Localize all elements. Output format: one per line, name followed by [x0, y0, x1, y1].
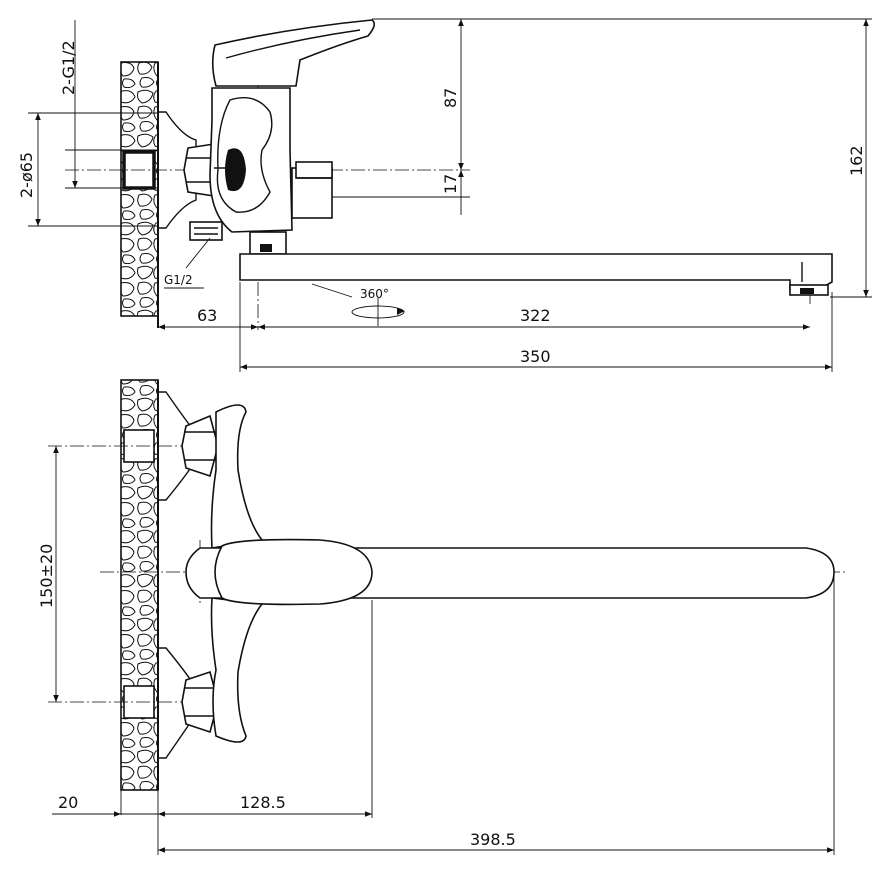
- rotation-label: 360°: [360, 287, 389, 301]
- dim-63: 63: [197, 306, 217, 325]
- outlet-thread-label: G1/2: [164, 273, 193, 287]
- dim-128-5: 128.5: [240, 793, 286, 812]
- dim-398-5: 398.5: [470, 830, 516, 849]
- dim-20: 20: [58, 793, 78, 812]
- dim-87: 87: [441, 88, 460, 108]
- dim-162: 162: [847, 145, 866, 176]
- spacing-dim: 150±20: [37, 544, 56, 608]
- top-view: 360° G1/2 2-G1/2 2-ø65 87 17 162 63 322: [17, 18, 872, 372]
- diameter-label: 2-ø65: [17, 152, 36, 198]
- dim-350: 350: [520, 347, 551, 366]
- dim-322: 322: [520, 306, 551, 325]
- front-view: 150±20 20 128.5 398.5: [37, 379, 845, 855]
- thread-label: 2-G1/2: [59, 40, 78, 95]
- dim-17: 17: [441, 174, 460, 194]
